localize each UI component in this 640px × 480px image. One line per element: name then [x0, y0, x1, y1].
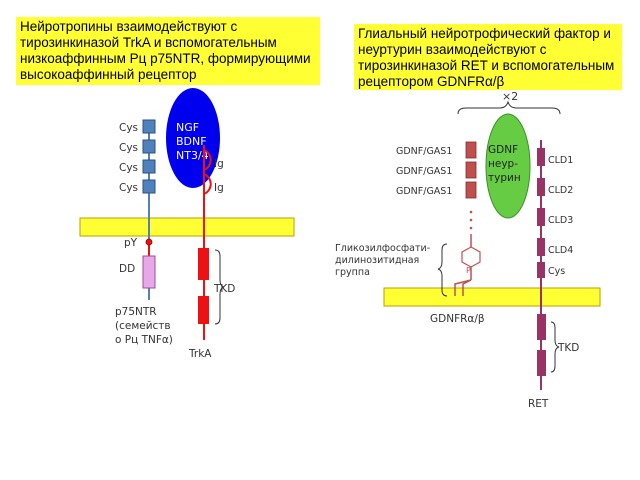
- gpi-label-2: дилинозитидная: [335, 255, 419, 266]
- ig-domain-2: [203, 173, 212, 195]
- ngf-ligand-line-3: NT3/4: [176, 149, 209, 162]
- cld-label-1: CLD1: [548, 155, 573, 166]
- cld-box-4: [537, 238, 545, 256]
- gpi-anchor: [454, 279, 472, 296]
- gdnfr-label: GDNFRα/β: [430, 313, 485, 325]
- dd-box: [142, 255, 156, 289]
- ngf-ligand-line-2: BDNF: [176, 135, 207, 148]
- p75-label-3: о Рц TNFα): [115, 334, 173, 346]
- cys-label-1: Cys: [119, 122, 138, 134]
- cys-label-2: Cys: [119, 142, 138, 154]
- cld-label-4: CLD4: [548, 245, 573, 256]
- gpi-label-3: группа: [335, 267, 370, 278]
- gdnf-ligand-ellipse: [485, 113, 531, 219]
- gas-box-3: [465, 181, 477, 199]
- trka-tkd-box-2: [198, 296, 209, 324]
- ret-tkd-brace: [550, 321, 560, 373]
- left-membrane: [79, 217, 295, 237]
- gpi-p-label: P: [466, 266, 471, 275]
- right-panel-title: Глиальный нейротрофический фактор и неур…: [354, 24, 622, 90]
- dd-label: DD: [119, 263, 135, 275]
- ngf-ligand-ellipse: [166, 88, 220, 188]
- cld-box-1: [537, 148, 545, 166]
- trka-tkd-box-1: [198, 248, 209, 280]
- p75-label-1: p75NTR: [115, 306, 157, 318]
- ig-label-1: Ig: [214, 158, 224, 170]
- gas-label-3: GDNF/GAS1: [396, 186, 452, 197]
- left-panel-title: Нейротропины взаимодействуют с тирозинки…: [16, 17, 320, 85]
- trka-tkd-label: TKD: [213, 283, 235, 295]
- cys-box-4: [142, 179, 156, 194]
- gpi-hexagon: [461, 246, 481, 268]
- gas-box-2: [465, 161, 477, 179]
- gpi-brace: [437, 243, 448, 297]
- gdnf-ligand-line-1: GDNF: [488, 144, 518, 156]
- gdnf-ligand-line-2: неур-: [488, 158, 518, 170]
- cys-box-3: [142, 159, 156, 174]
- ig-label-2: Ig: [214, 182, 224, 194]
- ret-tkd-box-2: [537, 350, 546, 376]
- gdnf-ligand-line-3: турин: [488, 172, 521, 184]
- right-membrane: [383, 287, 601, 307]
- cys-label-3: Cys: [119, 162, 138, 174]
- gas-label-2: GDNF/GAS1: [396, 166, 452, 177]
- ret-tkd-box-1: [537, 314, 546, 340]
- ret-cys-label: Cys: [548, 266, 565, 277]
- cld-box-2: [537, 178, 545, 196]
- gas-dot-2: [469, 218, 473, 222]
- py-label: pY: [124, 237, 138, 249]
- gpi-label-1: Гликозилфосфати-: [335, 243, 430, 254]
- dimer-brace: [457, 100, 561, 115]
- cys-box-2: [142, 139, 156, 154]
- dimer-multiplier: ×2: [502, 90, 518, 103]
- gas-dot-3: [469, 226, 473, 230]
- trka-tkd-brace: [214, 249, 225, 325]
- gas-label-1: GDNF/GAS1: [396, 146, 452, 157]
- p75-label-2: (семейств: [115, 320, 171, 332]
- cys-label-4: Cys: [119, 182, 138, 194]
- py-dot: [145, 238, 153, 246]
- ig-domain-1: [203, 149, 212, 171]
- cld-label-2: CLD2: [548, 185, 573, 196]
- gas-box-1: [465, 141, 477, 159]
- ngf-ligand-line-1: NGF: [176, 121, 199, 134]
- cld-label-3: CLD3: [548, 215, 573, 226]
- ret-cys-box: [537, 262, 545, 278]
- cld-box-3: [537, 208, 545, 226]
- ret-tkd-label: TKD: [557, 342, 579, 354]
- gas-dot-1: [469, 210, 473, 214]
- cys-box-1: [142, 119, 156, 134]
- trka-label: TrkA: [188, 348, 212, 360]
- ret-label: RET: [528, 398, 549, 410]
